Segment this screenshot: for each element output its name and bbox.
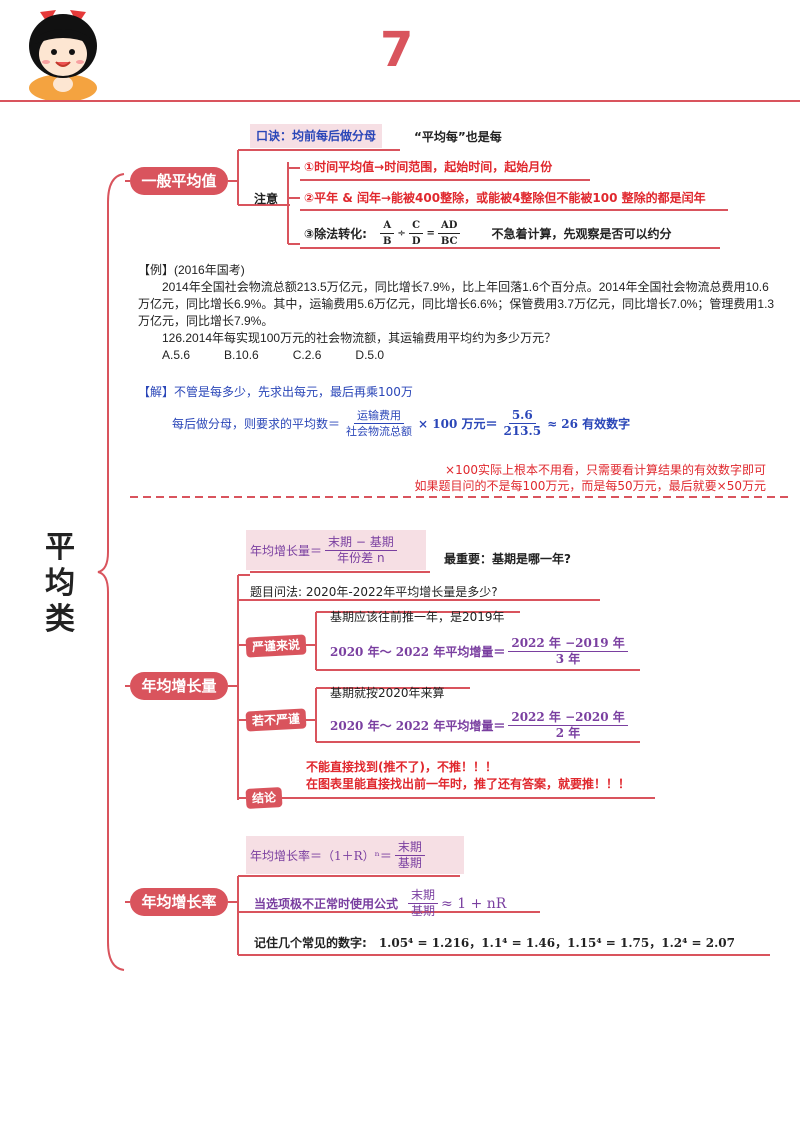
solution-note-1: ×100实际上根本不用看，只需要看计算结果的有效数字即可: [445, 463, 766, 477]
strict-label: 2020 年～ 2022 年平均增量＝: [330, 645, 506, 659]
side-title-char-1: 平: [45, 530, 75, 565]
mnemonic-note: “平均每”也是每: [414, 130, 502, 144]
value-213-5: 213.5: [503, 424, 542, 438]
example-title: 【例】(2016年国考): [138, 263, 245, 277]
option-d: D.5.0: [355, 348, 385, 362]
freight-cost: 运输费用: [354, 408, 405, 424]
frac-c: C: [409, 218, 424, 234]
number-1-15: 1.15⁴ = 1.75: [567, 935, 650, 950]
rule-3-label: ③除法转化:: [304, 227, 367, 241]
end-minus-base: 末期 − 基期: [325, 535, 397, 551]
tag-conclusion: 结论: [245, 787, 283, 809]
strict-denominator: 3 年: [555, 652, 581, 666]
times-100: × 100 万元＝: [418, 417, 498, 431]
conclusion-2: 在图表里能直接找出前一年时，推了还有答案，就要推！！！: [306, 777, 631, 791]
loose-text: 基期就按2020年来算: [330, 686, 445, 700]
rule-2: ②平年 & 闰年→能被400整除，或能被4整除但不能被100 整除的都是闰年: [304, 191, 706, 205]
growth-rate-label: 年均增长率＝（1＋R）ⁿ＝: [250, 848, 392, 863]
approx-text: 当选项极不正常时使用公式: [254, 897, 399, 911]
remember-label: 记住几个常见的数字:: [254, 936, 367, 950]
remember-numbers: 记住几个常见的数字: 1.05⁴ = 1.216 ， 1.1⁴ = 1.46 ，…: [254, 934, 735, 951]
sep-2: ，: [555, 936, 568, 950]
approx-formula: 当选项极不正常时使用公式 末期 基期 ≈ 1 + nR: [254, 888, 506, 919]
mnemonic-text: 口诀：均前每后做分母: [256, 129, 377, 143]
conclusion-1: 不能直接找到(推不了)，不推！！！: [306, 760, 497, 774]
side-title-char-2: 均: [45, 566, 75, 601]
strict-text: 基期应该往前推一年，是2019年: [330, 610, 505, 624]
example-question: 126.2014年每实现100万元的社会物流额，其运输费用平均约为多少万元？: [162, 331, 557, 345]
rate-base: 基期: [397, 855, 422, 870]
number-1-2: 1.2⁴ = 2.07: [661, 935, 736, 950]
growth-question: 题目问法: 2020年-2022年平均增长量是多少?: [250, 585, 498, 599]
side-title: 平 均 类: [40, 530, 80, 638]
note-label: 注意: [254, 192, 279, 206]
year-diff: 年份差 n: [337, 550, 385, 565]
sep-3: ，: [649, 936, 662, 950]
frac-a: A: [380, 218, 395, 234]
example-paragraph: 2014年全国社会物流总额213.5万亿元，同比增长7.9%，比上年回落1.6个…: [138, 280, 775, 328]
rule-3-tip: 不急着计算，先观察是否可以约分: [491, 227, 672, 241]
approx-base: 基期: [411, 904, 436, 918]
frac-ad: AD: [437, 218, 461, 234]
loose-label: 2020 年～ 2022 年平均增量＝: [330, 719, 506, 733]
option-c: C.2.6: [292, 348, 322, 362]
node-growth-rate: 年均增长率: [130, 888, 228, 916]
growth-amount-formula: 年均增长量＝ 末期 − 基期 年份差 n: [246, 530, 426, 570]
loose-denominator: 2 年: [555, 726, 581, 740]
op-divide: ÷: [397, 228, 406, 239]
main-brace: [97, 173, 125, 971]
growth-rate-formula: 年均增长率＝（1＋R）ⁿ＝ 末期 基期: [246, 836, 464, 874]
node-general-average: 一般平均值: [130, 167, 228, 195]
loose-numerator: 2022 年 −2020 年: [508, 710, 628, 726]
frac-bc: BC: [440, 236, 458, 247]
op-equals: =: [426, 228, 435, 239]
tag-loose: 若不严谨: [245, 708, 307, 732]
solution-title: 【解】不管是每多少，先求出每元，最后再乘100万: [138, 385, 413, 399]
solution-note-2: 如果题目问的不是每100万元，而是每50万元，最后就要×50万元: [414, 479, 766, 493]
total-logistics: 社会物流总额: [346, 425, 413, 438]
key-point: 最重要：基期是哪一年?: [444, 552, 571, 566]
solution-prefix: 每后做分母，则要求的平均数＝: [172, 417, 341, 431]
number-1-05: 1.05⁴ = 1.216: [378, 935, 470, 950]
option-b: B.10.6: [224, 348, 259, 362]
tag-strict: 严谨来说: [245, 634, 307, 658]
value-5-6: 5.6: [508, 408, 536, 424]
rate-end: 末期: [394, 840, 425, 856]
growth-amount-label: 年均增长量＝: [250, 543, 323, 558]
strict-numerator: 2022 年 −2019 年: [508, 636, 628, 652]
rule-1: ①时间平均值→时间范围，起始时间，起始月份: [304, 160, 553, 174]
example-block: 【例】(2016年国考) 2014年全国社会物流总额213.5万亿元，同比增长7…: [138, 262, 778, 364]
mascot-avatar: [18, 2, 108, 102]
solution-formula: 每后做分母，则要求的平均数＝ 运输费用 社会物流总额 × 100 万元＝ 5.6…: [172, 408, 630, 439]
mnemonic-box: 口诀：均前每后做分母: [250, 124, 382, 148]
page-number: 7: [380, 22, 414, 78]
loose-formula: 2020 年～ 2022 年平均增量＝ 2022 年 −2020 年 2 年: [330, 710, 631, 741]
approx-end: 末期: [408, 888, 439, 904]
number-1-1: 1.1⁴ = 1.46: [481, 935, 556, 950]
node-growth-amount: 年均增长量: [130, 672, 228, 700]
frac-d: D: [411, 236, 421, 247]
option-a: A.5.6: [162, 348, 191, 362]
strict-formula: 2020 年～ 2022 年平均增量＝ 2022 年 −2019 年 3 年: [330, 636, 631, 667]
approx-1-nr: ≈ 1 + nR: [441, 895, 507, 912]
frac-b: B: [382, 236, 392, 247]
sep-1: ，: [469, 936, 482, 950]
example-options: A.5.6 B.10.6 C.2.6 D.5.0: [138, 347, 778, 364]
approx-result: ≈ 26 有效数字: [547, 417, 631, 431]
header-divider: [0, 100, 800, 102]
side-title-char-3: 类: [45, 602, 75, 637]
